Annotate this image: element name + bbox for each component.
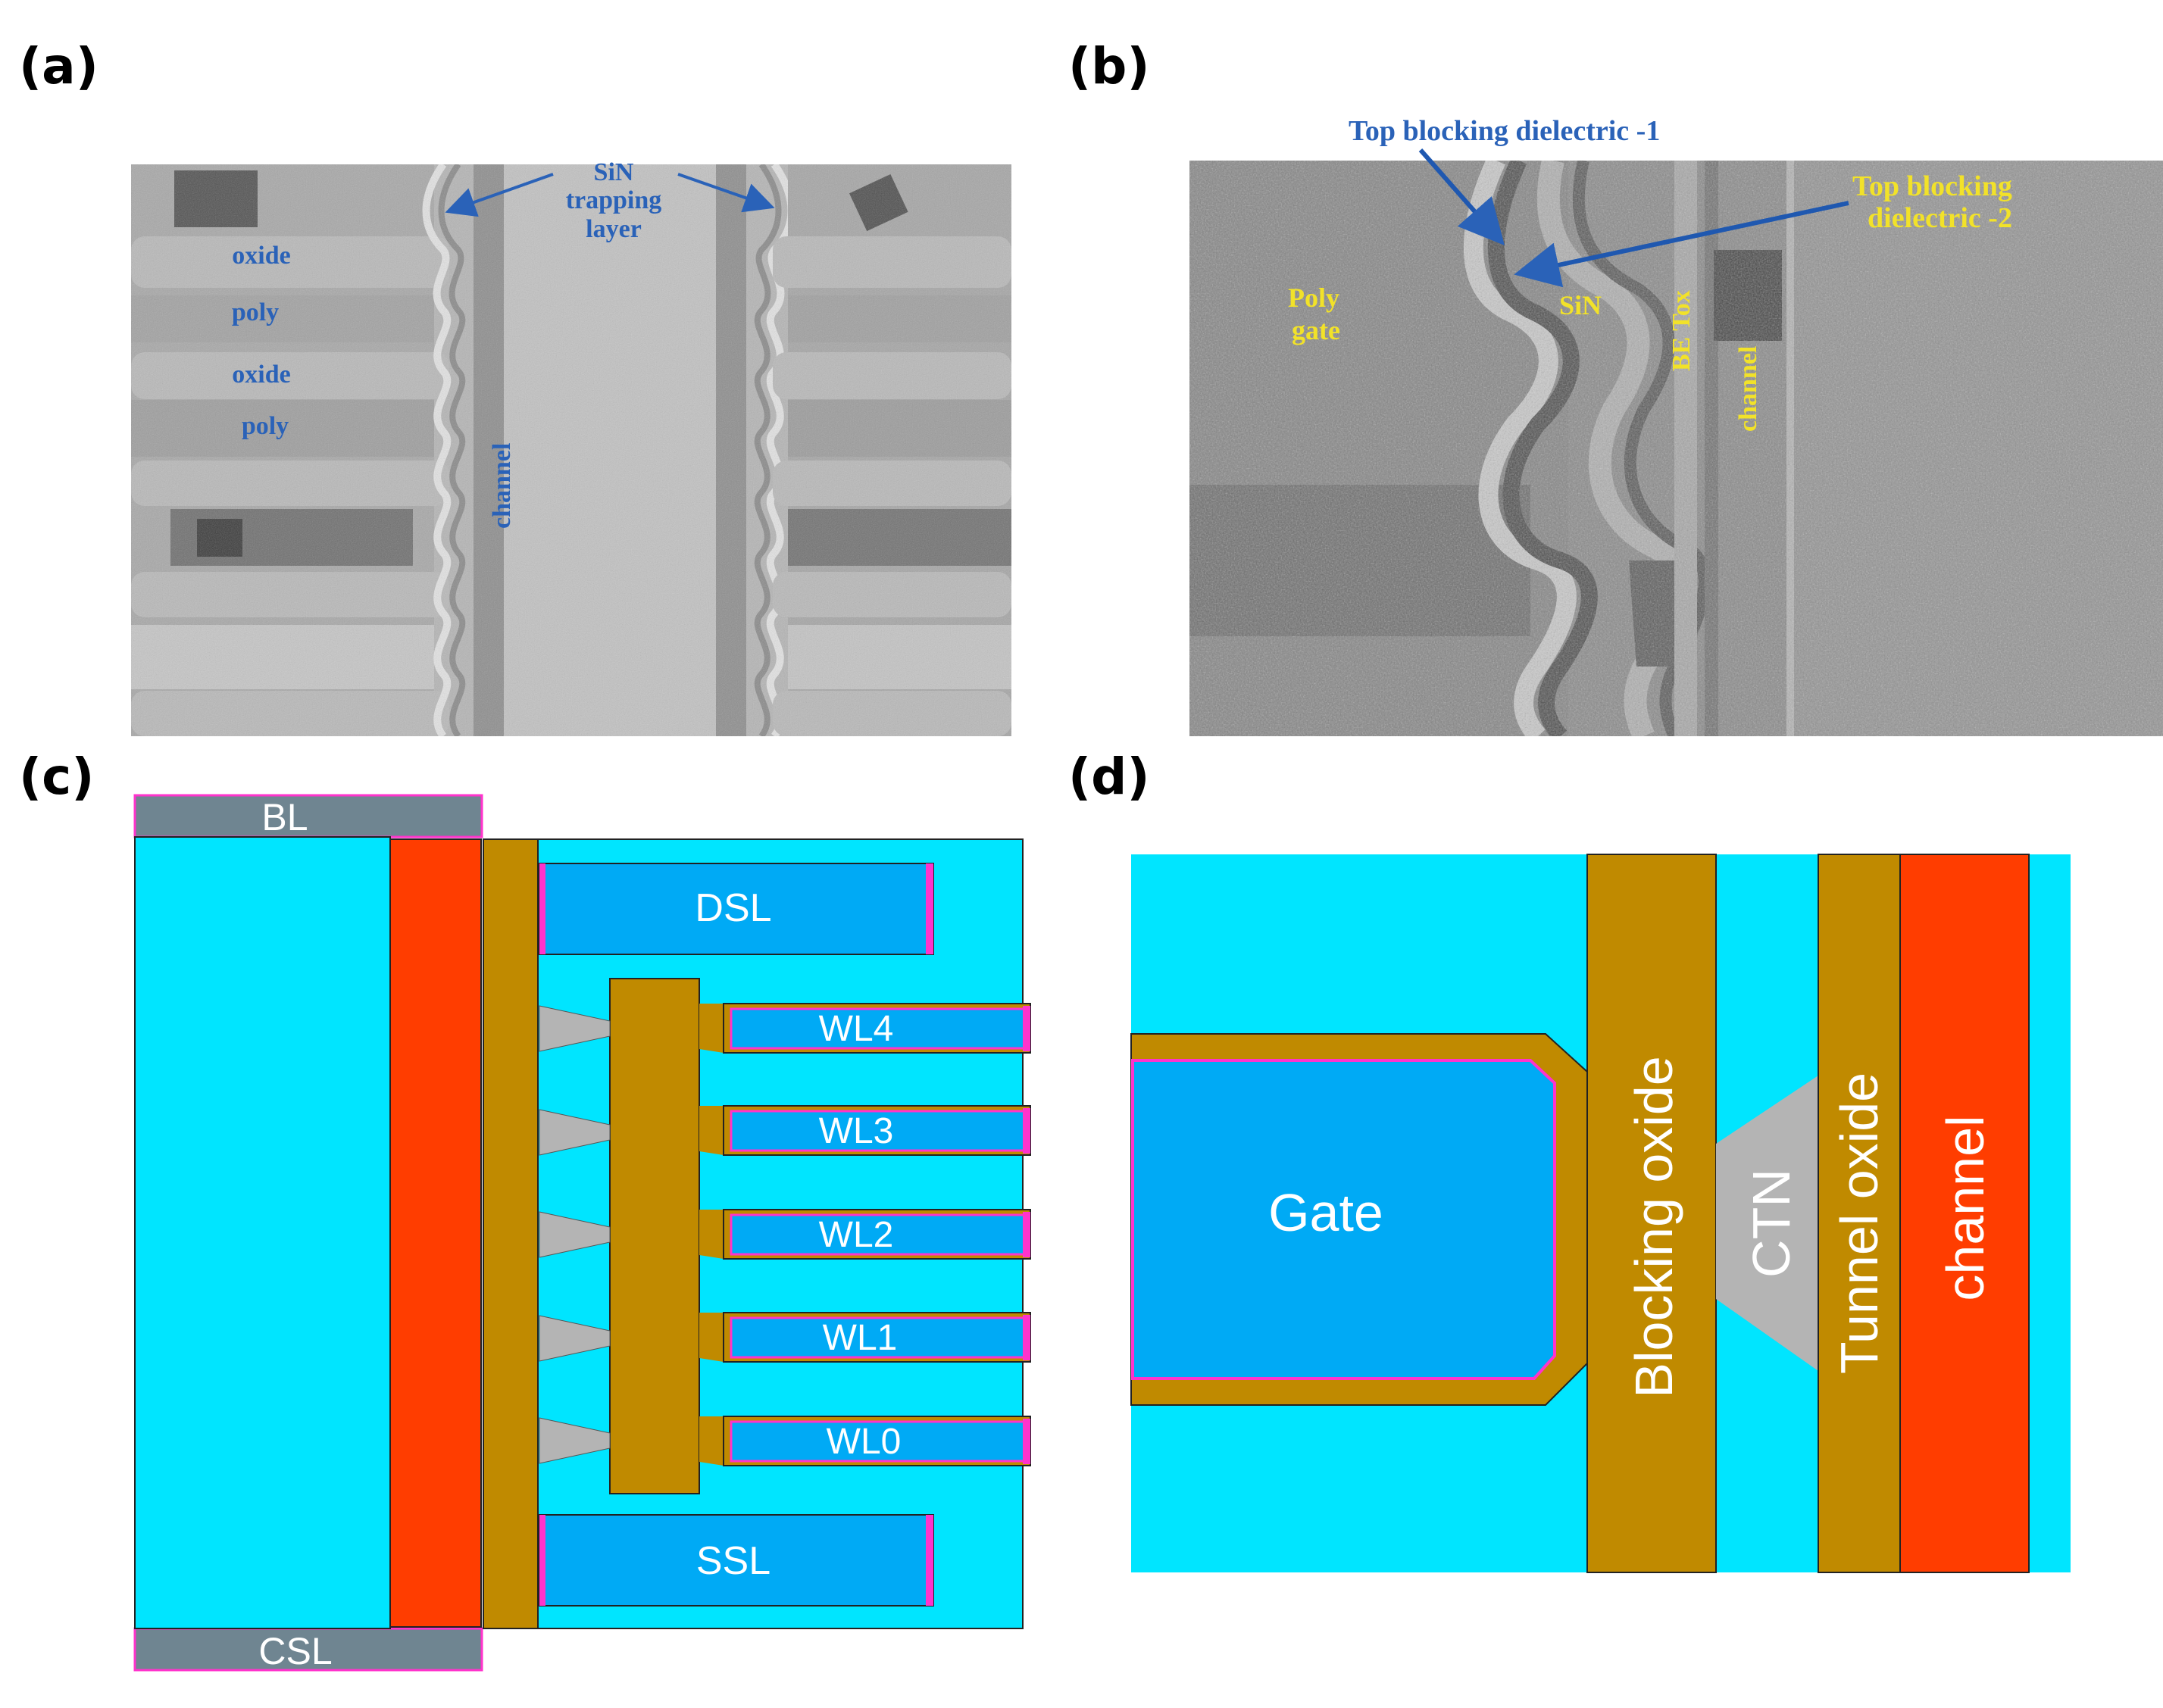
panel-label-d: (d) [1068, 748, 1150, 806]
label-ssl: SSL [696, 1539, 770, 1583]
label-gate: Gate [1268, 1183, 1383, 1242]
panel-b-tem-image [1189, 161, 2163, 736]
label-csl: CSL [258, 1630, 332, 1672]
blocking-oxide-layer [1586, 854, 1717, 1573]
label-wl2: WL2 [819, 1215, 894, 1255]
label-poly-gate-line2: gate [1292, 315, 1340, 345]
label-poly-gate-line1: Poly [1288, 283, 1339, 313]
bl-cap [133, 794, 483, 838]
label-poly-2: poly [242, 412, 289, 440]
wordline-wl4 [699, 1003, 1031, 1054]
ctn-layer [1716, 1076, 1818, 1371]
ctn-triangle [539, 1211, 611, 1258]
ctn-triangle [539, 1417, 611, 1464]
label-oxide-1: oxide [232, 242, 290, 270]
arrow-top-blocking-2 [1514, 201, 1849, 288]
label-channel-b: channel [1734, 346, 1762, 432]
label-oxide-2: oxide [232, 361, 290, 389]
ctn-triangle [539, 1109, 611, 1156]
label-sin-line2: trapping [566, 186, 662, 214]
panel-c-schematic [133, 794, 1031, 1672]
label-top-blocking-2-line2: dielectric -2 [1868, 202, 2012, 234]
label-wl3: WL3 [819, 1111, 894, 1151]
vertical-channel [389, 838, 482, 1628]
label-sin-b: SiN [1559, 290, 1602, 320]
label-wl4: WL4 [819, 1009, 894, 1049]
label-top-blocking-2-line1: Top blocking [1852, 170, 2012, 202]
pillar-fill-oxide [134, 836, 391, 1629]
label-sin-line3: layer [586, 215, 642, 243]
label-wl1: WL1 [823, 1318, 898, 1358]
csl-cap [133, 1627, 483, 1672]
wordline-wl0 [699, 1416, 1031, 1466]
channel-layer [1899, 854, 2030, 1573]
ctn-triangle [539, 1005, 611, 1052]
label-channel-d: channel [1936, 1115, 1995, 1301]
arrow-top-blocking-1 [1418, 148, 1505, 246]
label-bl: BL [261, 796, 308, 838]
label-wl0: WL0 [827, 1422, 902, 1462]
wordline-wl1 [699, 1312, 1031, 1363]
label-tunnel-oxide: Tunnel oxide [1830, 1073, 1889, 1374]
label-dsl: DSL [695, 886, 771, 930]
tunnel-oxide-strip [483, 838, 539, 1629]
ssl-gate [539, 1514, 934, 1607]
label-top-blocking-1: Top blocking dielectric -1 [1349, 115, 1660, 147]
gate-region [1131, 1059, 1556, 1380]
panel-label-a: (a) [19, 37, 98, 95]
panel-a-tem-image [131, 164, 1011, 736]
tunnel-oxide-layer [1818, 854, 1901, 1573]
label-channel-a: channel [488, 443, 516, 529]
panel-d-schematic [1130, 854, 2071, 1573]
sin-arrow-right [677, 173, 775, 213]
label-ctn: CTN [1742, 1169, 1801, 1278]
label-sin-line1: SiN [594, 158, 634, 186]
label-be-tox: BE Tox [1668, 290, 1696, 371]
wordline-wl3 [699, 1105, 1031, 1156]
label-blocking-oxide: Blocking oxide [1624, 1056, 1683, 1397]
panel-label-c: (c) [19, 748, 94, 806]
label-poly-1: poly [232, 298, 279, 326]
ctn-triangle [539, 1315, 611, 1362]
wordline-wl2 [699, 1209, 1031, 1260]
sin-arrow-left [445, 173, 554, 217]
blocking-oxide-strip [609, 978, 700, 1494]
panel-label-b: (b) [1068, 37, 1150, 95]
